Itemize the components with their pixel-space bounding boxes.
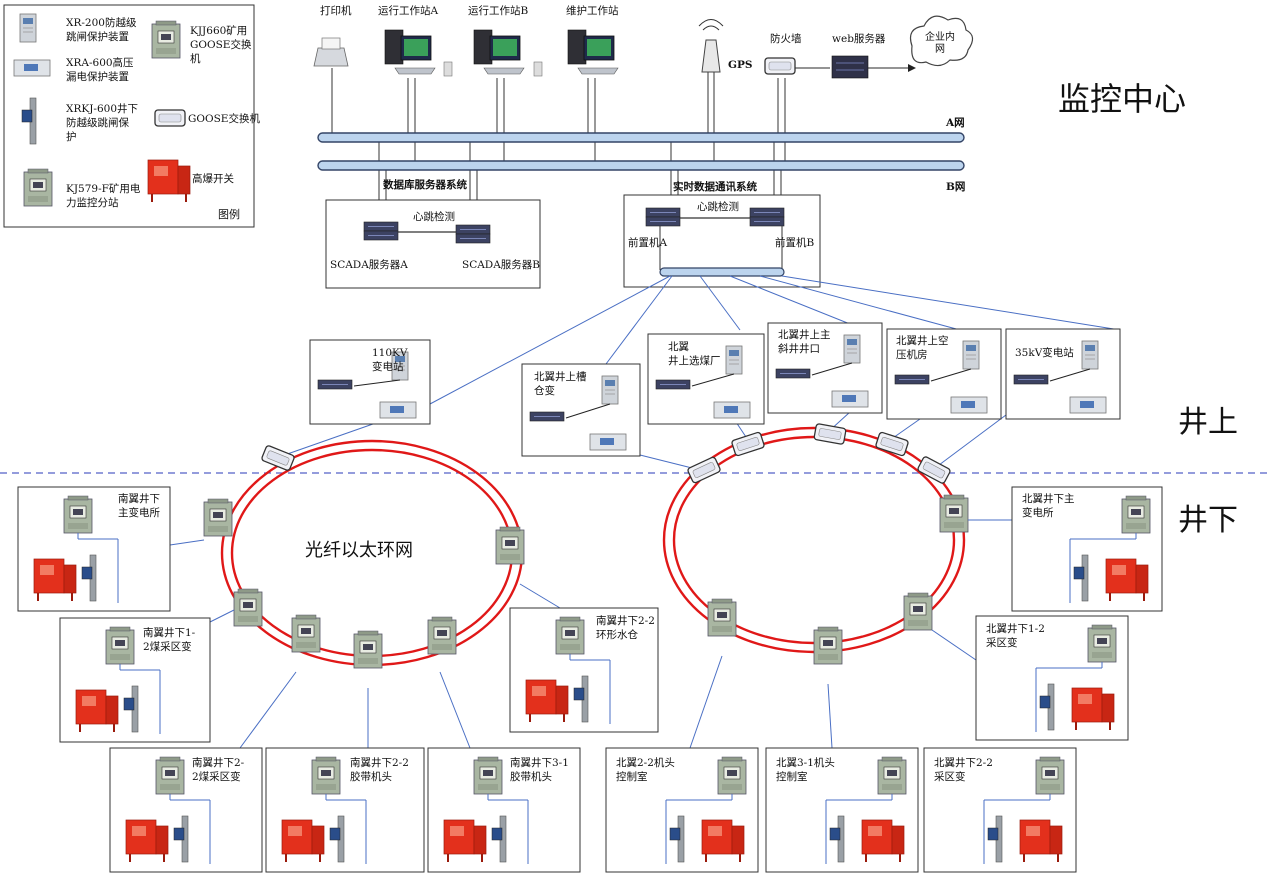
downlinks: [169, 519, 1012, 749]
legend-label-xr200: XR-200防越级跳闸保护装置: [66, 16, 137, 43]
underground-station-8: 北翼3-1机头控制室: [765, 747, 919, 873]
surface-station-label: 35kV变电站: [1015, 346, 1074, 359]
surface-station-6: 35kV变电站: [1005, 328, 1121, 420]
underground-station-7: 北翼2-2机头控制室: [605, 747, 759, 873]
underground-station-1: 南翼井下主变电所: [17, 486, 171, 612]
ring-switch-5: [874, 431, 910, 457]
surface-station-2: 北翼井上槽仓变: [521, 363, 641, 457]
legend-label-goose: GOOSE交换机: [188, 112, 260, 125]
database-server-system: 数据库服务器系统 心跳检测 SCADA服务器A SCADA服务器B: [325, 178, 541, 289]
scada-a-label: SCADA服务器A: [330, 258, 408, 271]
rt-system-title: 实时数据通讯系统: [673, 180, 757, 193]
workstation-a-label: 运行工作站A: [378, 4, 438, 17]
legend-label-hv-switch: 高爆开关: [192, 172, 234, 185]
surface-station-3: 北翼井上选煤厂: [647, 333, 765, 425]
legend-xra600-icon: [13, 59, 51, 77]
legend-label-xrkj600: XRKJ-600井下防越级跳闸保护: [66, 102, 138, 143]
surface-station-label: 北翼井上选煤厂: [668, 341, 721, 367]
db-system-title: 数据库服务器系统: [382, 178, 467, 191]
underground-station-label: 南翼井下2-2煤采区变: [192, 756, 245, 783]
underground-station-11: 北翼井下主变电所: [1011, 486, 1163, 612]
underground-station-2: 南翼井下1-2煤采区变: [59, 617, 211, 743]
rt-heartbeat-label: 心跳检测: [697, 200, 739, 213]
underground-station-3: 南翼井下2-2煤采区变: [109, 747, 263, 873]
web-server-icon: [831, 55, 869, 79]
gps-label: GPS: [728, 59, 752, 71]
zone-below-label: 井下: [1178, 503, 1238, 538]
maintenance-workstation-icon: [567, 29, 619, 75]
surface-station-5: 北翼井上空压机房: [886, 328, 1002, 420]
control-center: A网 B网 打印机 运行工作站A 运行工作站B 维护工作站 GPS 防火墙: [313, 4, 1186, 289]
network-b-label: B网: [946, 181, 965, 193]
scada-server-a-icon: [363, 221, 399, 241]
underground-station-label: 南翼井下主变电所: [118, 492, 160, 519]
zone-above-label: 井上: [1178, 405, 1238, 440]
front-a-icon: [645, 207, 681, 227]
firewall-label: 防火墙: [770, 32, 802, 45]
underground-station-label: 北翼3-1机头控制室: [776, 756, 835, 783]
legend-kjj660-icon: [151, 20, 181, 59]
scada-b-label: SCADA服务器B: [462, 258, 540, 271]
ring-switch-3: [730, 431, 766, 457]
legend-kj579-icon: [23, 168, 53, 207]
control-center-title: 监控中心: [1058, 80, 1186, 118]
printer-icon: [313, 37, 349, 67]
firewall-icon: [764, 57, 796, 75]
ring-label: 光纤以太环网: [305, 540, 413, 561]
legend-xr200-icon: [19, 13, 37, 43]
ring-switch-2: [686, 455, 722, 485]
network-b-bus: [317, 160, 965, 171]
core-switch-bus: [659, 267, 785, 277]
realtime-comm-system: 实时数据通讯系统 心跳检测 前置机A 前置机B: [623, 180, 821, 288]
legend-label-kj579: KJ579-F矿用电力监控分站: [66, 182, 141, 209]
legend: XR-200防越级跳闸保护装置 XRA-600高压漏电保护装置 XRKJ-600…: [3, 4, 260, 228]
network-a-label: A网: [945, 117, 965, 129]
workstation-b-label: 运行工作站B: [468, 4, 528, 17]
surface-station-label: 北翼井上空压机房: [896, 334, 949, 361]
network-a-bus: [317, 132, 965, 143]
db-heartbeat-label: 心跳检测: [413, 210, 455, 223]
printer-label: 打印机: [320, 4, 352, 17]
legend-goose-switch-icon: [154, 109, 186, 127]
underground-station-label: 北翼2-2机头控制室: [616, 756, 675, 783]
front-b-label: 前置机B: [775, 236, 814, 249]
surface-station-4: 北翼井上主斜井井口: [767, 322, 883, 414]
underground-station-label: 南翼井下1-2煤采区变: [143, 626, 196, 653]
front-b-icon: [749, 207, 785, 227]
intranet-cloud-icon: [909, 15, 974, 67]
intranet-label: 企业内网: [925, 30, 955, 55]
surface-station-label: 北翼井上槽仓变: [534, 370, 587, 397]
workstation-b-icon: [473, 29, 525, 75]
front-a-label: 前置机A: [628, 236, 667, 249]
scada-server-b-icon: [455, 224, 491, 244]
legend-label-xra600: XRA-600高压漏电保护装置: [66, 56, 134, 83]
surface-station-label: 北翼井上主斜井井口: [778, 328, 831, 355]
web-server-label: web服务器: [832, 32, 886, 45]
ring-switch-1: [260, 444, 296, 472]
ring-switch-4: [813, 422, 847, 446]
gps-antenna-icon: [698, 19, 724, 73]
underground-station-label: 北翼井下主变电所: [1022, 492, 1075, 519]
workstation-a-icon: [384, 29, 436, 75]
maintenance-label: 维护工作站: [566, 4, 619, 17]
legend-caption: 图例: [218, 207, 240, 221]
